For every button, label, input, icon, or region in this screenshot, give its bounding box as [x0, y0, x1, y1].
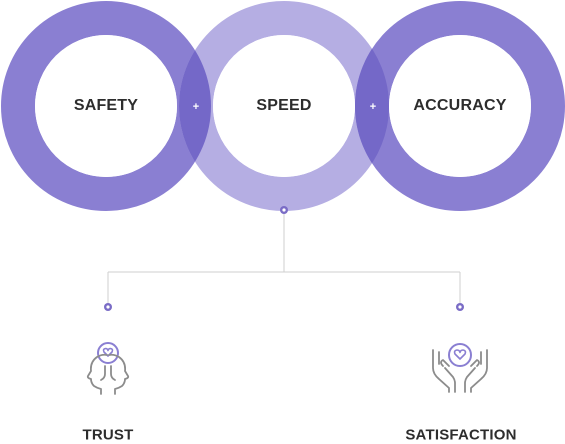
circle-label-accuracy: ACCURACY: [413, 97, 507, 114]
plus-right: +: [370, 101, 376, 113]
plus-left: +: [193, 101, 199, 113]
hands-heart-icon: [432, 343, 488, 393]
connector-lines: [107, 210, 461, 306]
circle-label-safety: SAFETY: [73, 97, 139, 114]
overlap-left: [179, 1, 211, 211]
outcome-label-trust: TRUST: [82, 426, 134, 444]
circle-label-speed: SPEED: [256, 97, 312, 114]
heads-heart-icon: [86, 342, 130, 395]
outcome-label-satisfaction: SATISFACTION: [405, 426, 517, 444]
overlap-right: [355, 1, 389, 211]
connector-dots: [104, 206, 464, 311]
